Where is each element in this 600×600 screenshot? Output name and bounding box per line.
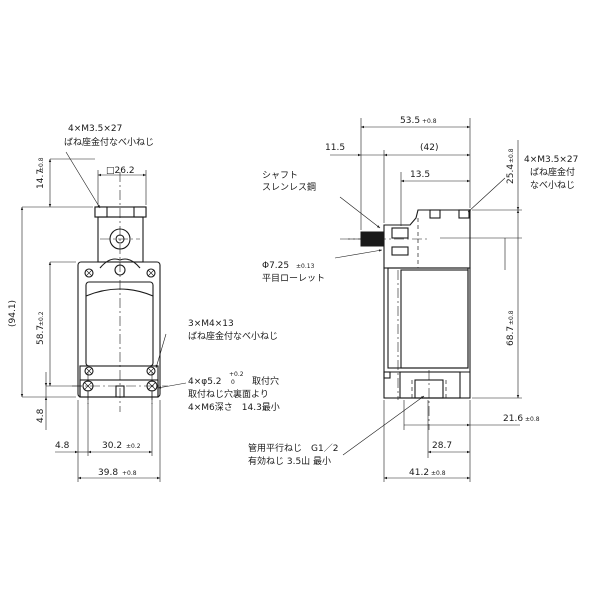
- dim-68-7: 68.7: [506, 326, 516, 346]
- conduit-thread-length: 有効ねじ 3.5山 最小: [248, 455, 331, 467]
- dim-14-7: 14.7: [36, 169, 46, 189]
- dim-41-2: 41.2: [409, 468, 429, 478]
- dim-28-7: 28.7: [432, 441, 452, 451]
- screw-note-top: ばね座金付なべ小ねじ: [64, 136, 154, 148]
- mount-hole-label: 取付穴: [252, 375, 279, 387]
- switch-body-side: [383, 267, 471, 399]
- mount-hole-tol-lower: 0: [231, 379, 235, 386]
- dim-30-2-tol: ±0.2: [126, 443, 141, 450]
- dim-4-8-vertical: 4.8: [36, 408, 46, 423]
- dim-39-8-tol: +0.8: [122, 470, 137, 477]
- dim-4-8-horizontal: 4.8: [55, 441, 70, 451]
- dim-14-7-tol: ±0.8: [38, 157, 45, 172]
- dim-30-2: 30.2: [102, 441, 122, 451]
- cover-screw-spec: 3×M4×13: [188, 319, 234, 329]
- dim-21-6: 21.6: [503, 414, 523, 424]
- cover-screw-note: ばね座金付なべ小ねじ: [188, 330, 278, 342]
- shaft-label: シャフト: [262, 171, 298, 181]
- screw-spec-side: 4×M3.5×27: [524, 155, 578, 165]
- dim-42: (42): [420, 143, 438, 153]
- screw-note-side-2: なべ小ねじ: [530, 180, 575, 191]
- front-view-labels: 4×M3.5×27 ばね座金付なべ小ねじ □26.2 14.7 ±0.8 (94…: [8, 124, 280, 478]
- dim-11-5: 11.5: [325, 143, 345, 153]
- mount-hole-spec: 4×φ5.2: [188, 377, 222, 387]
- side-view-labels: 53.5 +0.8 11.5 (42) 13.5 シャフト スレンレス鋼 Φ7.…: [248, 116, 578, 478]
- dim-53-5: 53.5: [400, 116, 420, 126]
- dim-53-5-tol: +0.8: [422, 118, 437, 125]
- shaft-diameter-tol: ±0.13: [296, 263, 315, 270]
- square-dim: □26.2: [106, 166, 135, 176]
- screw-spec-top: 4×M3.5×27: [68, 124, 122, 134]
- shaft-material: スレンレス鋼: [262, 181, 316, 193]
- shaft-knurl: 平目ローレット: [262, 273, 325, 284]
- mount-hole-tol-upper: +0.2: [229, 371, 244, 378]
- dim-68-7-tol: ±0.8: [508, 310, 515, 325]
- dim-25-4-tol: ±0.8: [508, 148, 515, 163]
- dim-41-2-tol: ±0.8: [431, 470, 446, 477]
- dim-total-height: (94.1): [8, 300, 18, 327]
- actuator-head: [97, 216, 144, 263]
- conduit-thread: 管用平行ねじ G1／2: [248, 442, 338, 454]
- mount-screw-depth: 4×M6深さ 14.3最小: [188, 402, 280, 413]
- dim-25-4: 25.4: [506, 164, 516, 184]
- shaft-diameter: Φ7.25: [262, 261, 289, 271]
- mount-screw-note: 取付ねじ穴裏面より: [188, 388, 269, 400]
- dim-21-6-tol: ±0.8: [525, 416, 540, 423]
- screw-note-side-1: ばね座金付: [530, 166, 575, 178]
- dim-13-5: 13.5: [410, 170, 430, 180]
- dim-58-7-tol: ±0.2: [38, 311, 45, 326]
- side-view: [330, 118, 522, 482]
- dim-58-7: 58.7: [36, 325, 46, 345]
- front-view: [20, 151, 187, 482]
- dim-39-8: 39.8: [98, 468, 118, 478]
